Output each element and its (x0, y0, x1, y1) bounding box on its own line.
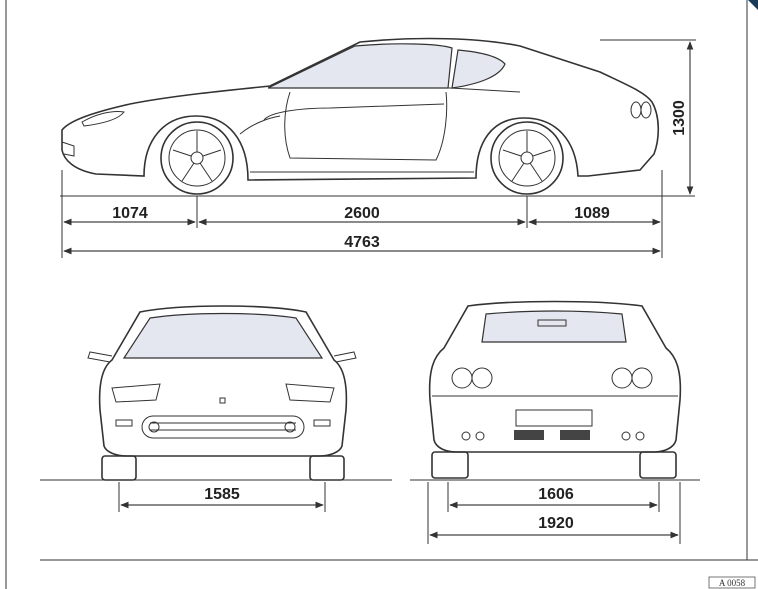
side-view (60, 37, 695, 197)
front-track-label: 1585 (204, 486, 240, 503)
front-view (40, 305, 392, 481)
rear-overhang-label: 1089 (574, 205, 610, 222)
corner-mark (748, 0, 758, 10)
side-dimensions (61, 39, 696, 258)
reference-code-box: A 0058 (708, 576, 756, 589)
height-label: 1300 (671, 100, 688, 136)
reference-code: A 0058 (719, 578, 746, 588)
overall-width-label: 1920 (538, 515, 574, 532)
rear-view (410, 300, 700, 481)
front-dimensions (118, 482, 326, 512)
page-border (5, 0, 758, 589)
front-wheel (160, 121, 234, 195)
overall-length-label: 4763 (344, 234, 380, 251)
wheelbase-label: 2600 (344, 205, 380, 222)
rear-dimensions (427, 482, 681, 544)
front-overhang-label: 1074 (112, 205, 148, 222)
rear-track-label: 1606 (538, 486, 574, 503)
rear-wheel (490, 121, 564, 195)
